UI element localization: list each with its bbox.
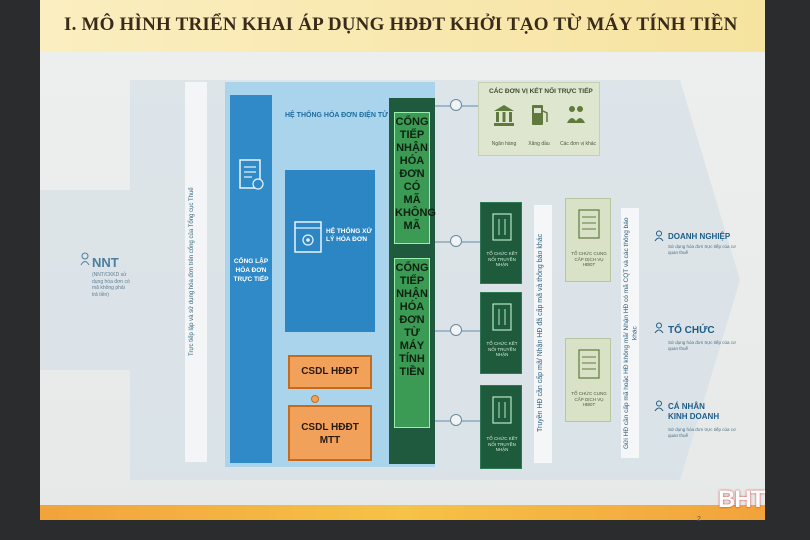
slide-title: I. MÔ HÌNH TRIỂN KHAI ÁP DỤNG HĐĐT KHỞI … bbox=[64, 14, 738, 35]
transmission-org-label: TỔ CHỨC KẾT NỐI TRUYỀN NHẬN bbox=[486, 251, 518, 268]
direct-unit-other: Các đơn vị khác bbox=[559, 141, 597, 147]
bottom-bar bbox=[40, 505, 765, 520]
einvoice-database-label: CSDL HĐĐT bbox=[301, 366, 359, 377]
send-receive-bar: Gửi HĐ cần cấp mã hoặc HĐ không mã/ Nhận… bbox=[621, 208, 639, 458]
fuel-pump-icon bbox=[532, 105, 548, 125]
direct-use-text: Trực tiếp lập và sử dụng hóa đơn trên cổ… bbox=[189, 187, 195, 357]
cash-register-database-label: CSDL HĐĐT MTT bbox=[301, 422, 359, 446]
transmission-org-box-1: TỔ CHỨC KẾT NỐI TRUYỀN NHẬN bbox=[480, 202, 522, 284]
service-provider-box-2: TỔ CHỨC CUNG CẤP DỊCH VỤ HĐĐT bbox=[565, 338, 611, 422]
server-icon bbox=[492, 396, 512, 424]
person-icon bbox=[654, 400, 664, 412]
einvoice-database: CSDL HĐĐT bbox=[288, 355, 372, 389]
connector-node bbox=[450, 99, 462, 111]
nnt-description: (NNT/CKKD sử dụng hóa đơn có mã không ph… bbox=[92, 272, 130, 298]
slide: I. MÔ HÌNH TRIỂN KHAI ÁP DỤNG HĐĐT KHỞI … bbox=[40, 0, 765, 520]
transmission-org-label: TỔ CHỨC KẾT NỐI TRUYỀN NHẬN bbox=[486, 341, 518, 358]
cash-register-database: CSDL HĐĐT MTT bbox=[288, 405, 372, 461]
direct-invoice-gateway bbox=[230, 95, 272, 463]
direct-units-box: CÁC ĐƠN VỊ KẾT NỐI TRỰC TIẾP Ngân hàng X… bbox=[478, 82, 600, 156]
server-icon bbox=[492, 213, 512, 241]
server-icon bbox=[578, 209, 600, 239]
receiver-title-organization: TỔ CHỨC bbox=[668, 325, 715, 336]
service-provider-label: TỔ CHỨC CUNG CẤP DỊCH VỤ HĐĐT bbox=[571, 391, 607, 408]
connector-node bbox=[450, 235, 462, 247]
receiver-desc-individual: Sử dụng hóa đơn trực tiếp của cơ quan th… bbox=[668, 427, 736, 438]
receiver-title-enterprise: DOANH NGHIỆP bbox=[668, 232, 731, 241]
processing-icon bbox=[294, 221, 322, 253]
person-icon bbox=[80, 252, 90, 266]
receiver-desc-enterprise: Sử dụng hóa đơn trực tiếp của cơ quan th… bbox=[668, 244, 736, 255]
transmission-bar: Truyền HĐ cần cấp mã/ Nhận HĐ đã cấp mã … bbox=[534, 205, 552, 463]
bank-icon bbox=[494, 105, 514, 126]
direct-unit-bank: Ngân hàng bbox=[491, 141, 517, 147]
nnt-title: NNT bbox=[92, 255, 119, 270]
port-coded-uncoded: CỔNG TIẾP NHẬN HÓA ĐƠN CÓ MÃ KHÔNG MÃ bbox=[394, 112, 436, 244]
transmission-org-label: TỔ CHỨC KẾT NỐI TRUYỀN NHẬN bbox=[486, 436, 518, 453]
title-bar bbox=[40, 0, 765, 52]
server-icon bbox=[492, 303, 512, 331]
invoice-processing-system bbox=[285, 170, 375, 332]
receiver-desc-organization: Sử dụng hóa đơn trực tiếp của cơ quan th… bbox=[668, 340, 736, 351]
connector-node bbox=[450, 324, 462, 336]
direct-units-title: CÁC ĐƠN VỊ KẾT NỐI TRỰC TIẾP bbox=[489, 88, 593, 95]
transmission-org-box-2: TỔ CHỨC KẾT NỐI TRUYỀN NHẬN bbox=[480, 292, 522, 374]
system-title: HỆ THỐNG HÓA ĐƠN ĐIỆN TỬ bbox=[285, 112, 388, 119]
db-connector bbox=[311, 395, 319, 403]
send-receive-bar-text: Gửi HĐ cần cấp mã hoặc HĐ không mã/ Nhận… bbox=[623, 217, 639, 449]
transmission-org-box-3: TỔ CHỨC KẾT NỐI TRUYỀN NHẬN bbox=[480, 385, 522, 469]
service-provider-label: TỔ CHỨC CUNG CẤP DỊCH VỤ HĐĐT bbox=[571, 251, 607, 268]
gateway-label: CỔNG LẬP HÓA ĐƠN TRỰC TIẾP bbox=[233, 258, 269, 283]
direct-use-column: Trực tiếp lập và sử dụng hóa đơn trên cổ… bbox=[185, 82, 207, 462]
watermark-logo: BHT bbox=[718, 486, 765, 513]
processing-label: HỆ THỐNG XỬ LÝ HÓA ĐƠN bbox=[326, 228, 372, 244]
connector-node bbox=[450, 414, 462, 426]
service-provider-box-1: TỔ CHỨC CUNG CẤP DỊCH VỤ HĐĐT bbox=[565, 198, 611, 282]
person-icon bbox=[654, 322, 664, 334]
server-icon bbox=[578, 349, 600, 379]
document-icon bbox=[239, 159, 264, 190]
receiver-title-individual: CÁ NHÂN KINH DOANH bbox=[668, 402, 720, 421]
direct-unit-fuel: Xăng dầu bbox=[528, 141, 550, 147]
page-number: 2 bbox=[697, 516, 701, 523]
person-icon bbox=[654, 230, 664, 242]
people-group-icon bbox=[567, 106, 585, 123]
port-cash-register: CỔNG TIẾP NHẬN HÓA ĐƠN TỪ MÁY TÍNH TIỀN bbox=[394, 258, 430, 428]
transmission-bar-text: Truyền HĐ cần cấp mã/ Nhận HĐ đã cấp mã … bbox=[537, 233, 544, 433]
